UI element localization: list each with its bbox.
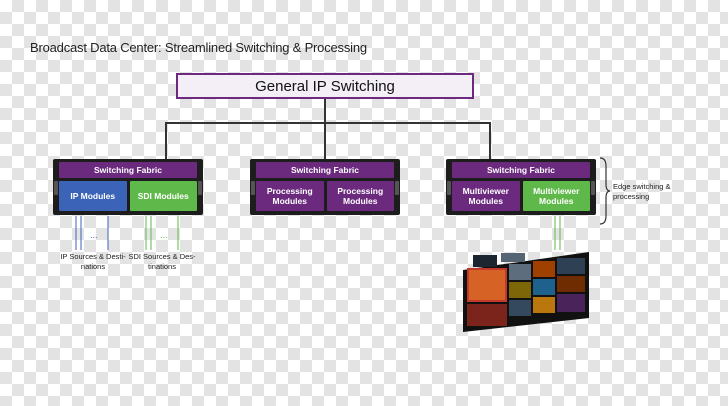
processing-modules-right: Processing Modules [326, 181, 394, 211]
drop-line-left [165, 122, 167, 162]
multiviewer-monitors-icon [463, 252, 589, 332]
sdi-modules: SDI Modules [129, 181, 197, 211]
ip-sources-label: IP Sources & Desti- nations [60, 252, 126, 271]
ip-modules: IP Modules [59, 181, 127, 211]
horizontal-bus-line [165, 122, 491, 124]
drop-line-right [489, 122, 491, 162]
ip-io-lines: ... [75, 216, 109, 250]
switching-fabric: Switching Fabric [59, 162, 197, 178]
sdi-io-lines: ... [145, 216, 179, 250]
switching-fabric: Switching Fabric [452, 162, 590, 178]
monitor-wall-image [461, 250, 591, 332]
diagram-title: Broadcast Data Center: Streamlined Switc… [30, 40, 367, 55]
svg-text:...: ... [160, 230, 168, 240]
chassis-multiviewer: Switching Fabric Multiviewer Modules Mul… [446, 159, 596, 215]
switching-fabric: Switching Fabric [256, 162, 394, 178]
drop-line-middle [324, 122, 326, 162]
edge-brace [599, 157, 611, 225]
chassis-ip-sdi: Switching Fabric IP Modules SDI Modules [53, 159, 203, 215]
processing-modules-left: Processing Modules [256, 181, 324, 211]
multiviewer-modules-green: Multiviewer Modules [522, 181, 590, 211]
general-ip-switching-box: General IP Switching [176, 73, 474, 99]
svg-text:...: ... [90, 230, 98, 240]
multiviewer-output-lines [554, 216, 561, 250]
multiviewer-modules-purple: Multiviewer Modules [452, 181, 520, 211]
chassis-processing: Switching Fabric Processing Modules Proc… [250, 159, 400, 215]
core-drop-line [324, 99, 326, 123]
sdi-sources-label: SDI Sources & Des- tinations [128, 252, 196, 271]
edge-switching-label: Edge switching & processing [613, 182, 671, 201]
